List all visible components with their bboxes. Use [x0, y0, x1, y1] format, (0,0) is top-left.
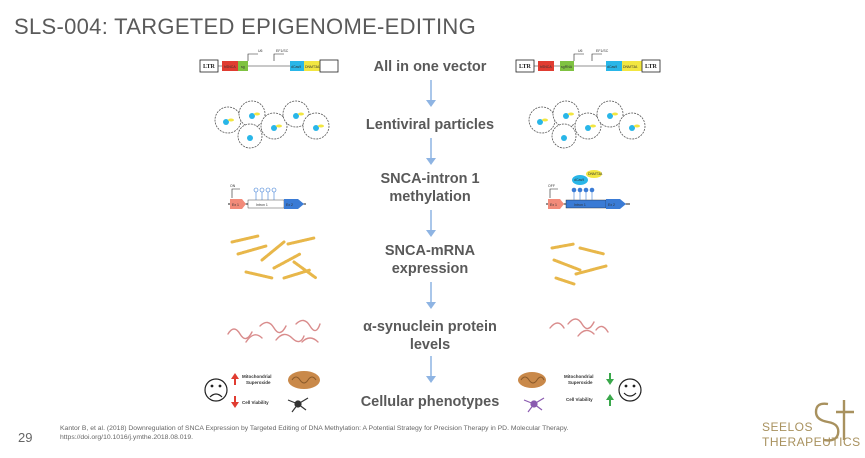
step-vector: All in one vector [373, 59, 487, 75]
lentiviral-particles-right [528, 100, 646, 149]
page-number: 29 [18, 430, 33, 445]
citation-line-1: Kantor B, et al. (2018) Downregulation o… [60, 425, 569, 432]
phenotype-right-mito-2: Superoxide [568, 380, 593, 385]
neuron-icon [287, 397, 309, 413]
phenotype-right-viability: Cell Viability [566, 397, 593, 402]
step-protein-line2: levels [409, 337, 451, 353]
flow-arrow-4 [426, 282, 436, 309]
methylation-left-on: ON [230, 184, 236, 188]
methylation-diagram-right: OFF Ex 1 Intron 1 Ex 2 dCas9 DNMT3A [546, 170, 630, 209]
arrow-up-icon [606, 394, 614, 406]
mrna-strands-right [550, 242, 608, 286]
vector-right-ef1: EF1/SC [596, 49, 609, 53]
arrow-down-icon [606, 373, 614, 385]
phenotype-left-viability: Cell Viability [242, 400, 269, 405]
vector-left-hsnca: hSNCA [224, 65, 236, 69]
mrna-strands-left [230, 234, 318, 280]
vector-left-dcas9: dCas9 [291, 65, 301, 69]
vector-left-sg: sg [241, 65, 245, 69]
sad-face-icon [204, 378, 228, 402]
vector-right-u6: U6 [578, 49, 583, 53]
vector-left-ltr: LTR [203, 64, 215, 70]
step-phenotypes: Cellular phenotypes [360, 394, 500, 410]
vector-left-ef1: EF1/SC [276, 49, 289, 53]
methylation-right-intron: Intron 1 [574, 203, 586, 207]
neuron-icon [523, 397, 545, 413]
logo-line-2: THERAPEUTICS [762, 435, 861, 449]
flow-arrow-2 [426, 138, 436, 165]
vector-right-dnmt3a: DNMT3A [623, 65, 638, 69]
flow-arrow-3 [426, 210, 436, 237]
step-mrna-line1: SNCA-mRNA [384, 243, 476, 259]
step-protein: α-synuclein protein levels [330, 318, 530, 354]
flow-arrow-5 [426, 356, 436, 383]
methylation-diagram-left: ON Ex 1 Intron 1 Ex 2 [228, 184, 306, 209]
methylation-left-ex2: Ex 2 [286, 203, 293, 207]
arrow-down-icon [231, 396, 239, 408]
citation-line-2: https://doi.org/10.1016/j.ymthe.2018.08.… [60, 434, 194, 441]
methylation-right-dcas9: dCas9 [574, 178, 584, 182]
vector-diagram-left: LTR hSNCA sg U6 EF1/SC dCas9 DNMT3A [199, 49, 339, 73]
phenotype-left: Mitochondrial Superoxide Cell Viability [204, 371, 320, 413]
step-mrna-line2: expression [391, 261, 469, 277]
vector-left-u6: U6 [258, 49, 263, 53]
vector-diagram-right: LTR hSNCA sgRNA U6 EF1/SC dCas9 DNMT3A L… [515, 49, 661, 73]
vector-right-hsnca: hSNCA [540, 65, 552, 69]
happy-face-icon [618, 378, 642, 402]
vector-left-dnmt3a: DNMT3A [305, 65, 320, 69]
methylation-left-intron: Intron 1 [256, 203, 268, 207]
methylation-right-off: OFF [548, 184, 555, 188]
arrow-up-icon [231, 373, 239, 385]
phenotype-left-mito-2: Superoxide [246, 380, 271, 385]
lentiviral-particles-left [214, 100, 330, 149]
step-methylation-line2: methylation [389, 189, 471, 205]
step-lentiviral: Lentiviral particles [365, 117, 495, 133]
flow-arrow-1 [426, 80, 436, 107]
vector-right-dcas9: dCas9 [607, 65, 617, 69]
mitochondrion-icon [288, 371, 320, 389]
step-protein-line1: α-synuclein protein [363, 319, 497, 335]
methylation-right-ex2: Ex 2 [608, 203, 615, 207]
protein-filaments-right [549, 318, 609, 337]
protein-filaments-left [227, 319, 321, 343]
step-methylation: SNCA-intron 1 methylation [330, 170, 530, 206]
methylation-right-ex1: Ex 1 [550, 203, 557, 207]
vector-right-ltr-right: LTR [645, 64, 657, 70]
seelos-logo: SEELOS THERAPEUTICS [762, 400, 861, 449]
phenotype-right-mito-1: Mitochondrial [564, 374, 594, 379]
step-methylation-line1: SNCA-intron 1 [380, 171, 480, 187]
vector-right-ltr-left: LTR [519, 64, 531, 70]
methylation-left-ex1: Ex 1 [232, 203, 239, 207]
logo-line-1: SEELOS [762, 420, 813, 434]
phenotype-left-mito-1: Mitochondrial [242, 374, 272, 379]
phenotype-right: Mitochondrial Superoxide Cell Viability [518, 372, 642, 413]
page-title: SLS-004: TARGETED EPIGENOME-EDITING [14, 14, 477, 39]
mitochondrion-icon [518, 372, 546, 388]
citation: Kantor B, et al. (2018) Downregulation o… [60, 424, 568, 442]
methylation-right-dnmt3a: DNMT3A [588, 172, 603, 176]
vector-right-sgrna: sgRNA [561, 65, 573, 69]
step-mrna: SNCA-mRNA expression [330, 242, 530, 278]
